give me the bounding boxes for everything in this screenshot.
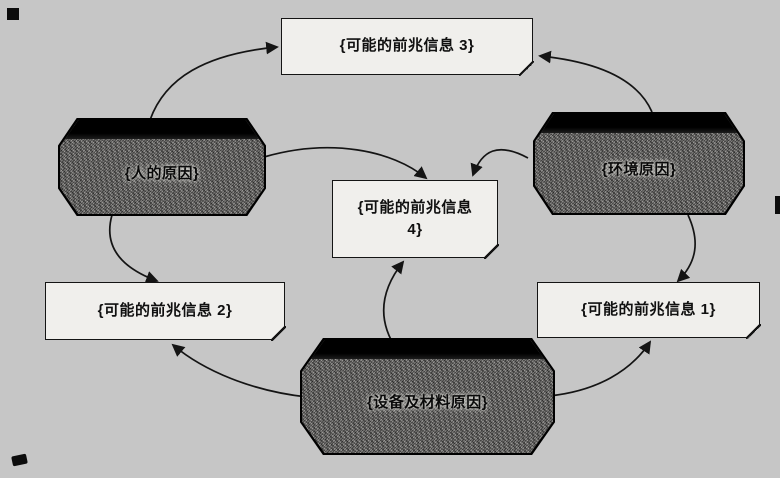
- node-label: {设备及材料原因}: [366, 394, 489, 411]
- node-label: {可能的前兆信息 2}: [97, 301, 233, 319]
- edge-env-info4: [470, 148, 529, 177]
- edge-env-info3: [538, 50, 653, 113]
- cause-body: {设备及材料原因}: [302, 340, 553, 453]
- edge-human-info3: [149, 41, 279, 121]
- cause-top-band: [302, 340, 553, 359]
- node-environment-cause: {环境原因}: [533, 112, 745, 215]
- cause-body: {环境原因}: [535, 114, 743, 213]
- node-precursor-info-1: {可能的前兆信息 1}: [537, 282, 761, 339]
- node-precursor-info-2: {可能的前兆信息 2}: [45, 282, 286, 341]
- cause-top-band: [535, 114, 743, 133]
- node-label: {可能的前兆信息 3}: [339, 37, 475, 55]
- edge-human-info2: [109, 214, 159, 284]
- scan-artifact: [11, 453, 28, 467]
- folded-corner-icon: [745, 323, 761, 339]
- scan-artifact: [7, 8, 19, 20]
- node-human-cause: {人的原因}: [58, 118, 266, 216]
- cause-body: {人的原因}: [60, 120, 264, 214]
- folded-corner-icon: [518, 60, 534, 76]
- node-label: {可能的前兆信息 4}: [357, 198, 473, 239]
- node-equipment-material-cause: {设备及材料原因}: [300, 338, 555, 455]
- edge-human-info4: [263, 146, 428, 180]
- node-label: {人的原因}: [124, 164, 200, 182]
- scan-artifact: [775, 196, 780, 214]
- edge-equipment-info4: [382, 260, 405, 351]
- edge-env-info1: [676, 214, 696, 283]
- node-label: {可能的前兆信息 1}: [581, 300, 716, 318]
- edge-equipment-info2: [171, 343, 308, 398]
- node-label: {环境原因}: [601, 161, 677, 178]
- node-precursor-info-3: {可能的前兆信息 3}: [281, 18, 534, 76]
- folded-corner-icon: [270, 325, 286, 341]
- edge-equipment-info1: [548, 340, 652, 397]
- folded-corner-icon: [483, 243, 499, 259]
- node-precursor-info-4: {可能的前兆信息 4}: [332, 180, 499, 259]
- cause-top-band: [60, 120, 264, 139]
